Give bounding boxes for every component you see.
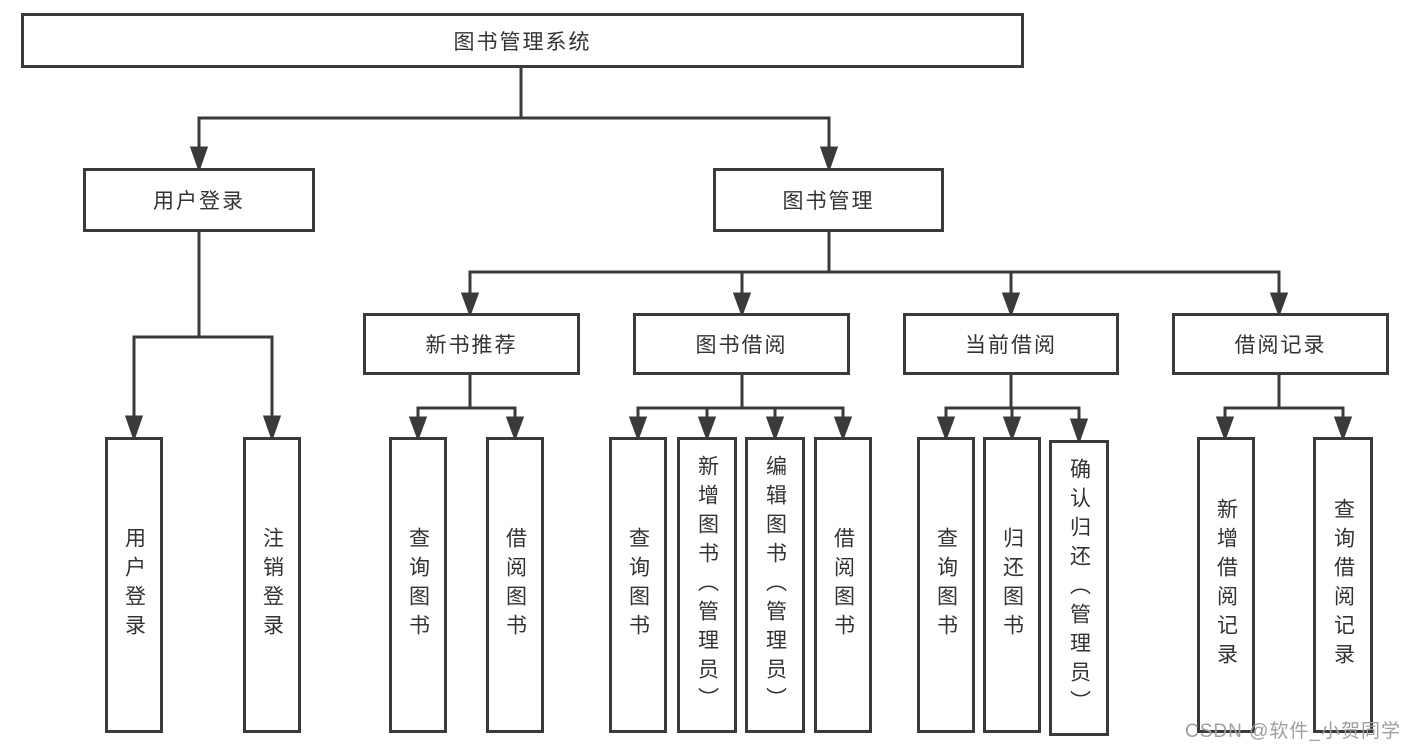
connector-book-borrow-to-leaves: [628, 375, 853, 442]
leaf-br-query-record: 查询借阅记录: [1313, 437, 1373, 733]
leaf-logout: 注销登录: [243, 437, 301, 733]
leaf-bb-edit-books-label: 编辑图书（管理员）: [763, 454, 787, 716]
connector-book-mgmt-to-level3: [460, 232, 1289, 318]
node-user-login: 用户登录: [83, 168, 315, 232]
connector-root-to-level2: [189, 68, 839, 173]
leaf-br-add-record: 新增借阅记录: [1197, 437, 1255, 733]
leaf-bb-query-books: 查询图书: [609, 437, 667, 733]
leaf-rec-query-books-label: 查询图书: [406, 527, 430, 643]
leaf-rec-query-books: 查询图书: [389, 437, 447, 733]
leaf-user-login-label: 用户登录: [122, 527, 146, 643]
leaf-logout-label: 注销登录: [260, 527, 284, 643]
connector-user-login-to-leaves: [124, 232, 282, 442]
connector-new-book-rec-to-leaves: [408, 375, 525, 442]
leaf-cb-query-books: 查询图书: [917, 437, 975, 733]
node-book-mgmt: 图书管理: [713, 168, 944, 232]
leaf-cb-query-books-label: 查询图书: [934, 527, 958, 643]
leaf-bb-edit-books: 编辑图书（管理员）: [745, 437, 805, 733]
leaf-bb-borrow-books: 借阅图书: [814, 437, 872, 733]
leaf-bb-add-books-label: 新增图书（管理员）: [695, 454, 719, 716]
connector-current-borrow-to-leaves: [936, 375, 1089, 445]
leaf-br-query-record-label: 查询借阅记录: [1331, 498, 1355, 672]
node-borrow-record: 借阅记录: [1172, 313, 1389, 375]
leaf-cb-confirm-return-label: 确认归还（管理员）: [1067, 457, 1091, 719]
leaf-cb-return-books-label: 归还图书: [1000, 527, 1024, 643]
leaf-cb-confirm-return: 确认归还（管理员）: [1049, 440, 1109, 736]
leaf-br-add-record-label: 新增借阅记录: [1214, 498, 1238, 672]
leaf-bb-borrow-books-label: 借阅图书: [831, 527, 855, 643]
leaf-user-login: 用户登录: [105, 437, 163, 733]
leaf-bb-add-books: 新增图书（管理员）: [677, 437, 737, 733]
node-new-book-rec: 新书推荐: [363, 313, 580, 375]
node-book-borrow: 图书借阅: [633, 313, 850, 375]
csdn-watermark: CSDN @软件_小贺同学: [1185, 721, 1401, 742]
leaf-bb-query-books-label: 查询图书: [626, 527, 650, 643]
leaf-rec-borrow-books: 借阅图书: [486, 437, 544, 733]
node-root: 图书管理系统: [21, 13, 1024, 68]
node-current-borrow: 当前借阅: [903, 313, 1119, 375]
leaf-rec-borrow-books-label: 借阅图书: [503, 527, 527, 643]
connector-borrow-record-to-leaves: [1215, 375, 1353, 442]
leaf-cb-return-books: 归还图书: [983, 437, 1041, 733]
